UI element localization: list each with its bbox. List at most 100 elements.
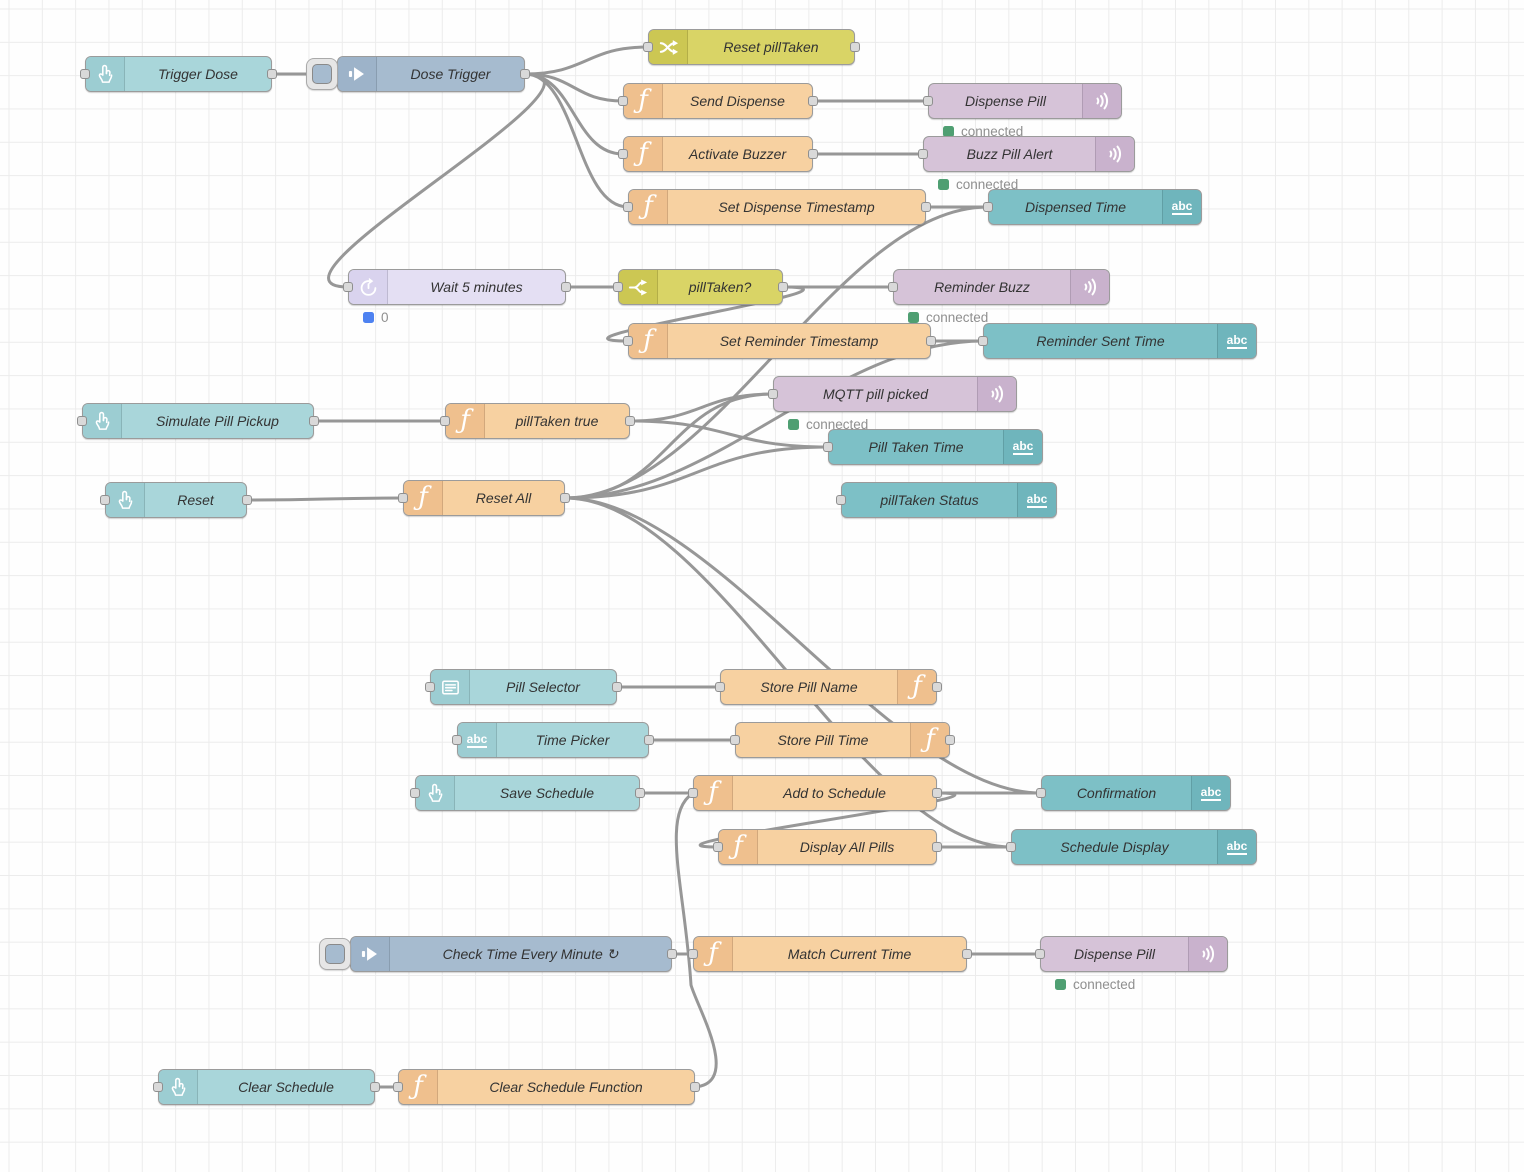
- node-input-port[interactable]: [888, 282, 898, 292]
- node-input-port[interactable]: [425, 682, 435, 692]
- node-wait-5-minutes[interactable]: Wait 5 minutes: [343, 269, 571, 305]
- node-dose-trigger[interactable]: Dose Trigger: [306, 56, 530, 92]
- node-input-port[interactable]: [823, 442, 833, 452]
- wire-pilltaken-true-to-pill-taken-time[interactable]: [628, 419, 830, 449]
- node-input-port[interactable]: [618, 149, 628, 159]
- node-output-port[interactable]: [625, 416, 635, 426]
- node-output-port[interactable]: [932, 788, 942, 798]
- inject-button[interactable]: [306, 58, 338, 90]
- node-pilltaken-q[interactable]: pillTaken?: [613, 269, 788, 305]
- node-input-port[interactable]: [618, 96, 628, 106]
- node-output-port[interactable]: [945, 735, 955, 745]
- node-input-port[interactable]: [688, 788, 698, 798]
- inject-button[interactable]: [319, 938, 351, 970]
- node-input-port[interactable]: [730, 735, 740, 745]
- node-reminder-buzz[interactable]: Reminder Buzz: [888, 269, 1110, 305]
- node-input-port[interactable]: [983, 202, 993, 212]
- node-input-port[interactable]: [978, 336, 988, 346]
- wire-dose-trigger-to-reset-pilltaken[interactable]: [523, 45, 650, 76]
- node-output-port[interactable]: [932, 842, 942, 852]
- node-input-port[interactable]: [440, 416, 450, 426]
- node-input-port[interactable]: [918, 149, 928, 159]
- wire-clear-schedule-function-to-add-to-schedule[interactable]: [674, 791, 718, 1089]
- node-reset[interactable]: Reset: [100, 482, 252, 518]
- node-output-port[interactable]: [242, 495, 252, 505]
- node-pill-selector[interactable]: Pill Selector: [425, 669, 622, 705]
- node-output-port[interactable]: [267, 69, 277, 79]
- node-input-port[interactable]: [688, 949, 698, 959]
- node-input-port[interactable]: [100, 495, 110, 505]
- node-output-port[interactable]: [635, 788, 645, 798]
- node-input-port[interactable]: [623, 202, 633, 212]
- node-check-time-every-minute[interactable]: Check Time Every Minute ↻: [319, 936, 677, 972]
- node-input-port[interactable]: [153, 1082, 163, 1092]
- node-input-port[interactable]: [715, 682, 725, 692]
- wire-reset-all-to-pill-taken-time[interactable]: [563, 445, 830, 500]
- wire-dose-trigger-to-wait-5-minutes[interactable]: [327, 72, 546, 289]
- node-clear-schedule[interactable]: Clear Schedule: [153, 1069, 380, 1105]
- node-output-port[interactable]: [808, 96, 818, 106]
- node-output-port[interactable]: [667, 949, 677, 959]
- node-input-port[interactable]: [77, 416, 87, 426]
- node-input-port[interactable]: [613, 282, 623, 292]
- wire-reset-all-to-confirmation[interactable]: [563, 496, 1043, 795]
- node-output-port[interactable]: [808, 149, 818, 159]
- node-input-port[interactable]: [713, 842, 723, 852]
- node-output-port[interactable]: [520, 69, 530, 79]
- node-input-port[interactable]: [923, 96, 933, 106]
- node-save-schedule[interactable]: Save Schedule: [410, 775, 645, 811]
- node-output-port[interactable]: [778, 282, 788, 292]
- node-input-port[interactable]: [1036, 788, 1046, 798]
- node-input-port[interactable]: [398, 493, 408, 503]
- wire-pilltaken-q-to-set-reminder-timestamp[interactable]: [606, 285, 805, 343]
- node-reset-pilltaken[interactable]: Reset pillTaken: [643, 29, 860, 65]
- wire-add-to-schedule-to-display-all-pills[interactable]: [698, 791, 957, 849]
- node-output-port[interactable]: [962, 949, 972, 959]
- node-output-port[interactable]: [926, 336, 936, 346]
- node-input-port[interactable]: [1035, 949, 1045, 959]
- node-output-port[interactable]: [561, 282, 571, 292]
- node-output-port[interactable]: [612, 682, 622, 692]
- wire-reset-all-to-mqtt-pill-picked[interactable]: [563, 392, 775, 500]
- node-input-port[interactable]: [623, 336, 633, 346]
- node-mqtt-pill-picked[interactable]: MQTT pill picked: [768, 376, 1017, 412]
- node-output-port[interactable]: [644, 735, 654, 745]
- node-output-port[interactable]: [560, 493, 570, 503]
- node-input-port[interactable]: [393, 1082, 403, 1092]
- node-input-port[interactable]: [1006, 842, 1016, 852]
- node-simulate-pill-pickup[interactable]: Simulate Pill Pickup: [77, 403, 319, 439]
- node-dispense-pill-1[interactable]: Dispense Pill: [923, 83, 1122, 119]
- wire-reset-to-reset-all[interactable]: [245, 496, 405, 502]
- node-input-port[interactable]: [410, 788, 420, 798]
- node-output-port[interactable]: [309, 416, 319, 426]
- node-input-port[interactable]: [343, 282, 353, 292]
- node-trigger-dose[interactable]: Trigger Dose: [80, 56, 277, 92]
- node-buzz-pill-alert[interactable]: Buzz Pill Alert: [918, 136, 1135, 172]
- node-input-port[interactable]: [452, 735, 462, 745]
- node-output-port[interactable]: [850, 42, 860, 52]
- node-output-port[interactable]: [690, 1082, 700, 1092]
- node-dispense-pill-2[interactable]: Dispense Pill: [1035, 936, 1228, 972]
- node-input-port[interactable]: [836, 495, 846, 505]
- node-output-port[interactable]: [921, 202, 931, 212]
- node-input-port[interactable]: [768, 389, 778, 399]
